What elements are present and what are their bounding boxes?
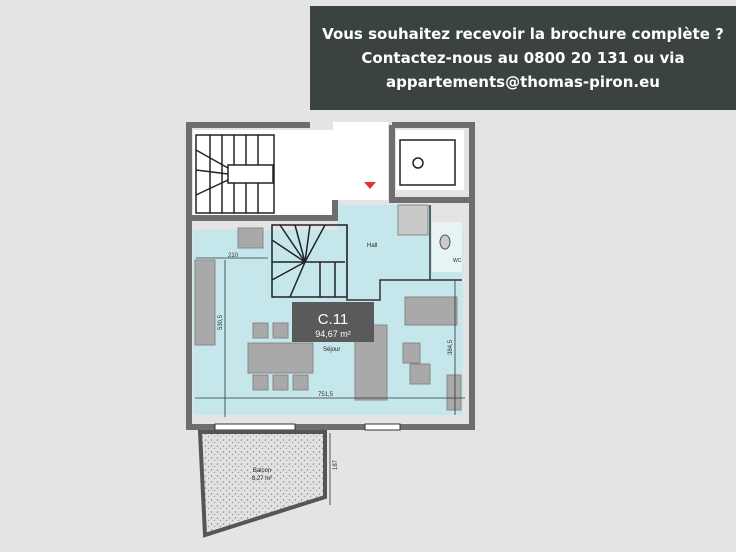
dimension-lines	[195, 257, 465, 505]
room-label-balcon: Balcon	[253, 468, 271, 474]
toilet-icon	[439, 234, 451, 250]
banner-email[interactable]: appartements@thomas-piron.eu	[386, 73, 660, 91]
unit-id: C.11	[318, 311, 349, 328]
dim-187: 187	[333, 459, 339, 470]
banner-line-2: Contactez-nous au 0800 20 131 ou via	[361, 49, 685, 67]
dim-751: 751,5	[318, 392, 334, 398]
furniture	[194, 227, 462, 411]
unit-label-box	[292, 302, 374, 342]
common-corridor	[333, 122, 388, 200]
room-label-sejour: Séjour	[323, 347, 340, 353]
elevator-cabin	[399, 139, 456, 186]
balcon-area: 8,27 m²	[252, 476, 272, 482]
common-stairs	[195, 134, 275, 214]
elevator	[396, 130, 464, 190]
balcony	[197, 430, 327, 538]
wheelchair-icon	[412, 157, 424, 169]
technical-closet	[397, 204, 429, 236]
banner-line-1: Vous souhaitez recevoir la brochure comp…	[322, 25, 724, 43]
unit-area: 94,67 m²	[315, 329, 351, 339]
room-label-wc: WC	[453, 258, 462, 264]
brochure-contact-banner: Vous souhaitez recevoir la brochure comp…	[310, 6, 736, 110]
walls	[186, 122, 475, 430]
dim-210: 210	[228, 253, 239, 259]
private-stairs	[271, 224, 348, 298]
interior-partitions	[346, 205, 462, 301]
entrance-arrow-icon	[364, 182, 376, 189]
dim-530: 530,5	[218, 314, 224, 330]
dim-384: 384,5	[448, 339, 454, 355]
room-label-hall: Hall	[367, 243, 377, 249]
